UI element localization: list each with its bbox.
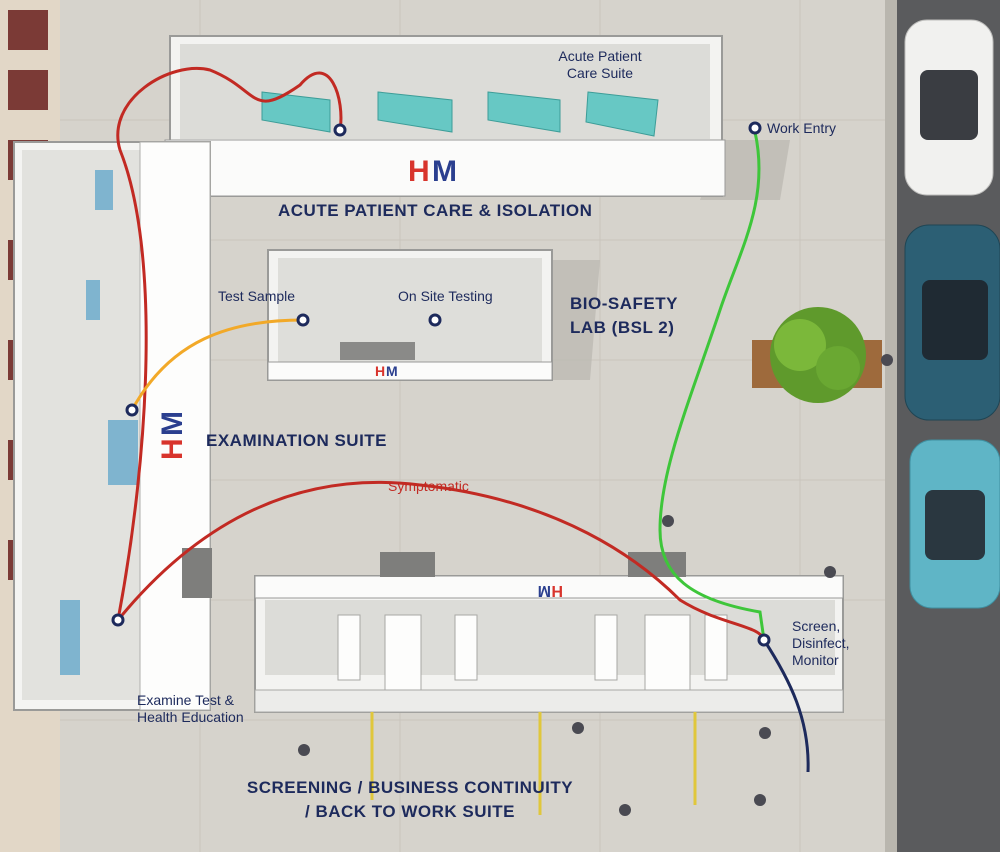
svg-text:H: H bbox=[408, 155, 430, 188]
screen-label: Screen, Disinfect, Monitor bbox=[792, 618, 850, 669]
queue-barriers bbox=[370, 712, 697, 815]
screening-heading: SCREENING / BUSINESS CONTINUITY / BACK T… bbox=[220, 776, 600, 824]
test-sample-label: Test Sample bbox=[218, 288, 296, 304]
svg-text:M: M bbox=[432, 155, 457, 188]
svg-text:M: M bbox=[386, 363, 398, 379]
svg-text:M: M bbox=[538, 582, 551, 599]
biosafety-line2: LAB (BSL 2) bbox=[570, 318, 675, 337]
node-acute-care bbox=[333, 123, 347, 137]
screen-line2: Disinfect, bbox=[792, 635, 850, 651]
svg-text:M: M bbox=[156, 411, 189, 436]
work-entry-label: Work Entry bbox=[767, 120, 836, 136]
parked-cars bbox=[904, 19, 1000, 609]
svg-text:H: H bbox=[156, 438, 189, 460]
acute-suite-line2: Care Suite bbox=[566, 65, 634, 81]
symptomatic-label: Symptomatic bbox=[388, 478, 469, 494]
node-test-sample bbox=[296, 313, 310, 327]
test-sample-path bbox=[130, 318, 304, 411]
screen-line1: Screen, bbox=[792, 618, 841, 634]
examine-test-label: Examine Test & Health Education bbox=[137, 692, 244, 726]
curb bbox=[885, 0, 897, 852]
work-entry-path bbox=[658, 131, 766, 641]
biosafety-lab-roof-strip bbox=[267, 361, 553, 381]
examine-line1: Examine Test & bbox=[137, 692, 235, 708]
hm-logo-exam: H M bbox=[156, 411, 189, 460]
on-site-testing-label: On Site Testing bbox=[398, 288, 493, 304]
hm-logo-acute: H M bbox=[408, 155, 457, 188]
acute-suite-line1: Acute Patient bbox=[558, 48, 642, 64]
acute-section-heading: ACUTE PATIENT CARE & ISOLATION bbox=[278, 201, 593, 220]
pedestrians bbox=[298, 354, 893, 816]
hm-logo-screening: H M bbox=[538, 582, 563, 599]
acute-suite-label: Acute Patient Care Suite bbox=[540, 48, 660, 82]
node-examine-test bbox=[111, 613, 125, 627]
lab-bench bbox=[340, 342, 415, 360]
node-exam bbox=[125, 403, 139, 417]
exit-path bbox=[762, 639, 810, 773]
examination-roof-strip bbox=[139, 141, 211, 711]
hm-logo-lab: H M bbox=[375, 363, 398, 379]
examination-heading: EXAMINATION SUITE bbox=[206, 431, 388, 450]
acute-care-roof-strip bbox=[164, 139, 726, 197]
symptomatic-path bbox=[116, 480, 766, 641]
svg-text:H: H bbox=[551, 582, 563, 599]
path-nodes bbox=[111, 121, 771, 647]
screen-line3: Monitor bbox=[792, 652, 839, 668]
acute-care-path bbox=[116, 67, 343, 621]
screening-line1: SCREENING / BUSINESS CONTINUITY bbox=[246, 778, 574, 797]
examine-line2: Health Education bbox=[137, 709, 244, 725]
biosafety-heading: BIO-SAFETY LAB (BSL 2) bbox=[570, 292, 678, 340]
svg-text:H: H bbox=[375, 363, 385, 379]
node-on-site-testing bbox=[428, 313, 442, 327]
node-screen bbox=[757, 633, 771, 647]
exam-fixtures bbox=[60, 170, 138, 675]
screening-front-deck bbox=[254, 689, 844, 713]
patient-beds bbox=[261, 91, 659, 137]
entry-stairs bbox=[182, 548, 686, 598]
node-work-entry bbox=[748, 121, 762, 135]
biosafety-line1: BIO-SAFETY bbox=[570, 294, 678, 313]
screening-line2: / BACK TO WORK SUITE bbox=[305, 802, 515, 821]
